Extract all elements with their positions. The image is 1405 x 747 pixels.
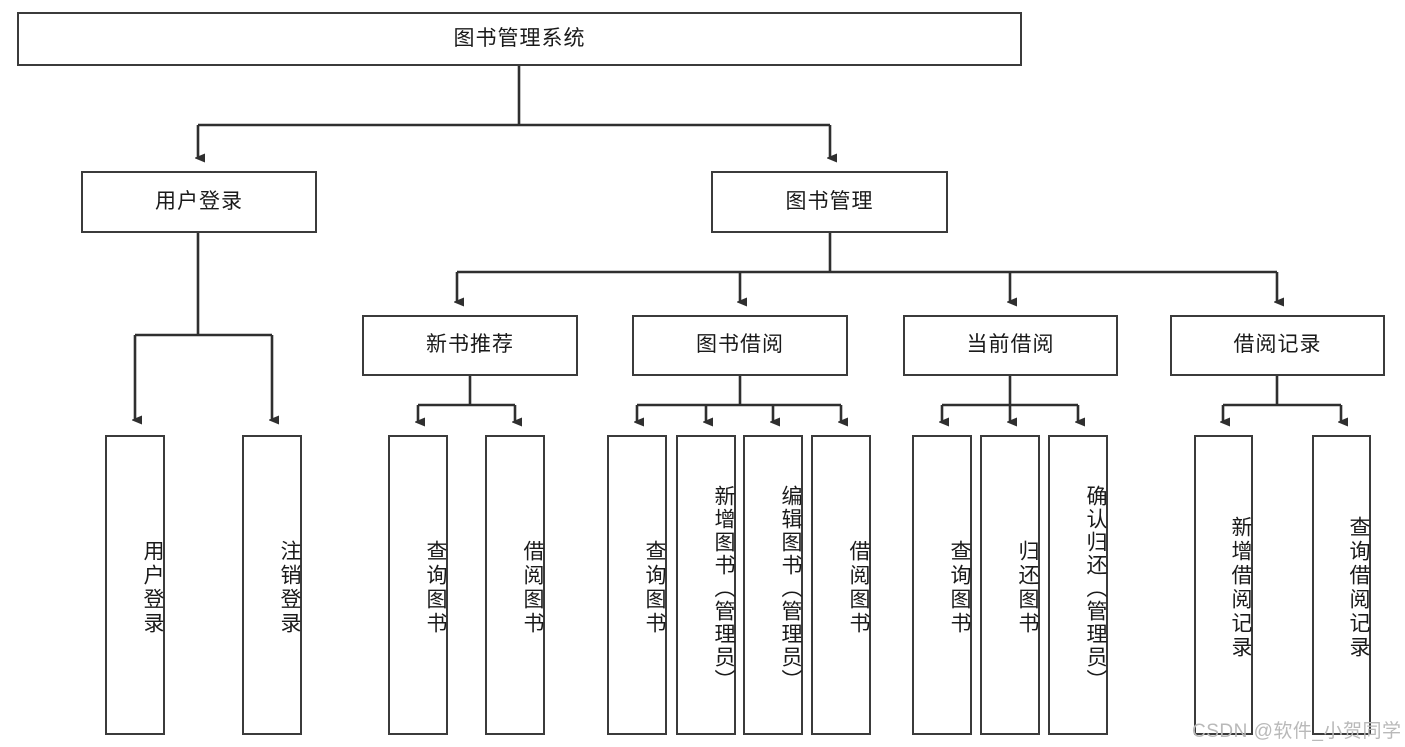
node-borrow-record[interactable]: 借阅记录 <box>1170 315 1385 376</box>
leaf-new-book-borrow[interactable]: 借阅图书 <box>485 435 545 735</box>
node-new-book-recommend[interactable]: 新书推荐 <box>362 315 578 376</box>
node-root-system[interactable]: 图书管理系统 <box>17 12 1022 66</box>
leaf-current-borrow-confirm-admin[interactable]: 确认归还（管理员） <box>1048 435 1108 735</box>
leaf-book-borrow-borrow[interactable]: 借阅图书 <box>811 435 871 735</box>
node-current-borrow[interactable]: 当前借阅 <box>903 315 1118 376</box>
leaf-user-login-logout[interactable]: 注销登录 <box>242 435 302 735</box>
leaf-borrow-record-query[interactable]: 查询借阅记录 <box>1312 435 1371 735</box>
node-user-login[interactable]: 用户登录 <box>81 171 317 233</box>
leaf-book-borrow-edit-admin[interactable]: 编辑图书（管理员） <box>743 435 803 735</box>
leaf-user-login-login[interactable]: 用户登录 <box>105 435 165 735</box>
leaf-current-borrow-return[interactable]: 归还图书 <box>980 435 1040 735</box>
node-book-borrow[interactable]: 图书借阅 <box>632 315 848 376</box>
csdn-watermark: CSDN @软件_小贺同学 <box>1192 721 1402 742</box>
leaf-book-borrow-query[interactable]: 查询图书 <box>607 435 667 735</box>
leaf-current-borrow-query[interactable]: 查询图书 <box>912 435 972 735</box>
node-book-management[interactable]: 图书管理 <box>711 171 948 233</box>
leaf-new-book-query[interactable]: 查询图书 <box>388 435 448 735</box>
leaf-borrow-record-add[interactable]: 新增借阅记录 <box>1194 435 1253 735</box>
leaf-book-borrow-add-admin[interactable]: 新增图书（管理员） <box>676 435 736 735</box>
